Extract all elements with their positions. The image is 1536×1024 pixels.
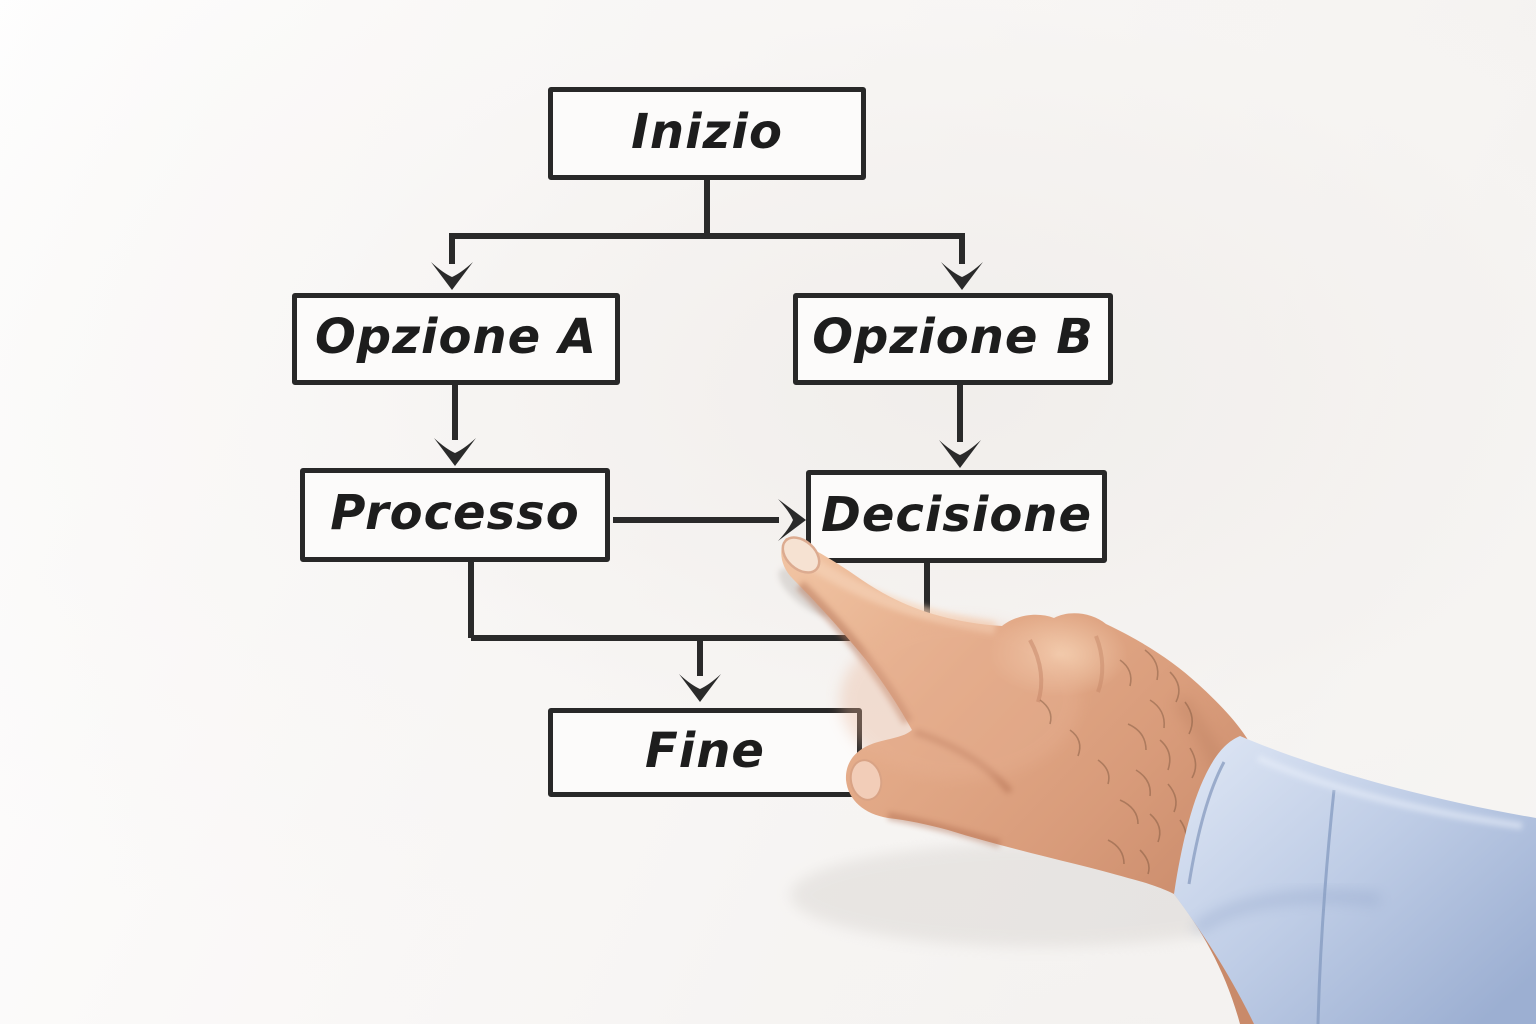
arrowheads	[431, 262, 983, 702]
arrowhead-fine	[679, 674, 721, 702]
node-label-decisione: Decisione	[820, 486, 1093, 543]
node-label-fine: Fine	[645, 722, 765, 779]
wrist-hair	[1039, 649, 1197, 875]
sleeve-top-highlight	[1256, 754, 1523, 830]
arrowhead-opzione-a	[431, 262, 473, 290]
shirt-sleeve	[1174, 736, 1536, 1024]
sleeve-fold-shadow	[1192, 891, 1381, 934]
flowchart-node-fine: Fine	[548, 708, 862, 797]
node-label-inizio: Inizio	[631, 103, 783, 160]
sleeve-center-seam	[1316, 789, 1336, 1024]
arrowhead-decisione	[939, 440, 981, 468]
knuckle-crease-2	[1094, 635, 1105, 693]
hand-back-midtone	[840, 620, 1080, 780]
arrowhead-processo	[434, 438, 476, 466]
thumb-fingernail	[849, 759, 883, 801]
flowchart-node-inizio: Inizio	[548, 87, 866, 180]
node-label-opzione-b: Opzione B	[812, 309, 1094, 365]
flowchart-node-decisione: Decisione	[806, 470, 1107, 563]
arrowhead-opzione-b	[941, 262, 983, 290]
node-label-opzione-a: Opzione A	[314, 309, 598, 365]
knuckle-crease-1	[1028, 639, 1044, 703]
flowchart-node-opzione-b: Opzione B	[793, 293, 1113, 385]
flowchart-node-processo: Processo	[300, 468, 610, 562]
arrowhead-processo-decisione	[778, 499, 806, 541]
flowchart-node-opzione-a: Opzione A	[292, 293, 620, 385]
index-fingernail	[781, 536, 821, 574]
node-label-processo: Processo	[330, 485, 580, 541]
fist-bottom-shadow	[887, 812, 1002, 848]
sleeve-cuff-seam	[1187, 761, 1226, 885]
